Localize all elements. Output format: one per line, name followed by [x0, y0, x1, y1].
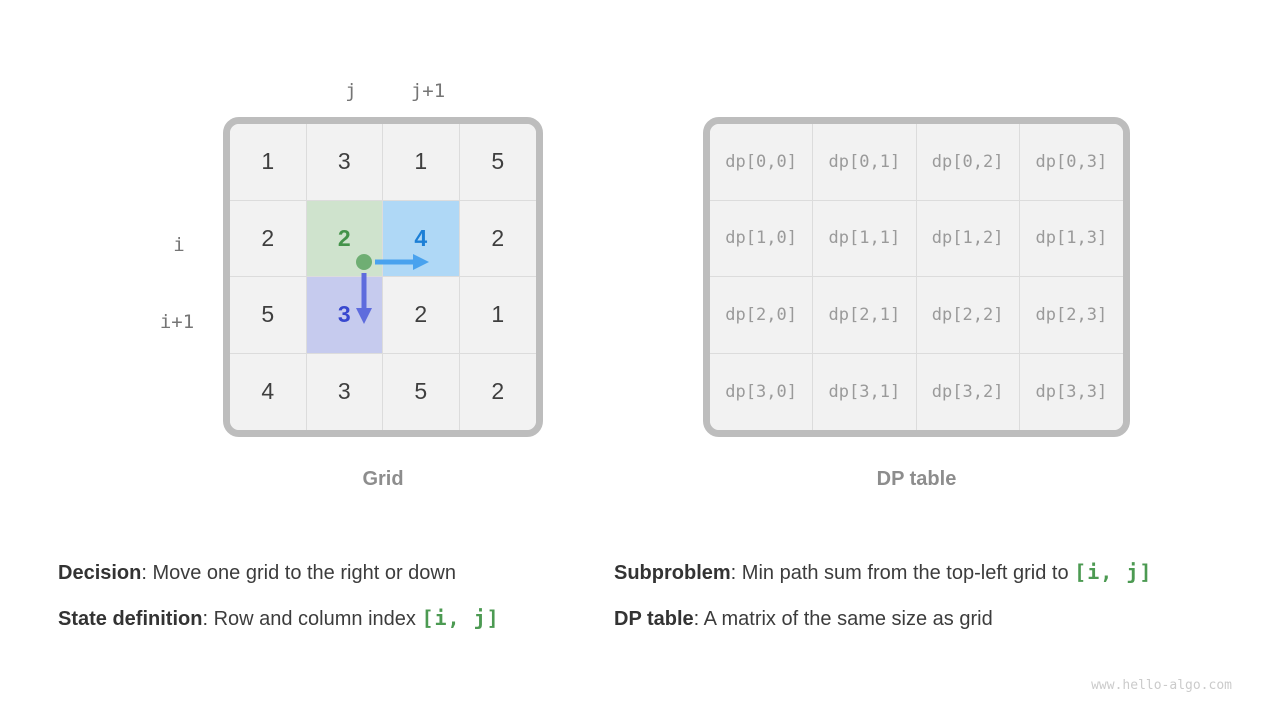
grid-cell: 5 — [383, 353, 460, 430]
dp-table-cell: dp[3,3] — [1019, 353, 1123, 430]
dp-table-cell: dp[0,1] — [813, 124, 917, 201]
grid-caption: Grid — [362, 468, 404, 490]
note-dp-table: DP table: A matrix of the same size as g… — [614, 596, 1152, 642]
dp-table-figure: dp[0,0] dp[0,1] dp[0,2] dp[0,3] dp[1,0] … — [703, 117, 1130, 437]
grid-cell: 1 — [383, 124, 460, 201]
dp-table-cell: dp[0,2] — [916, 124, 1020, 201]
note-decision-label: Decision — [58, 562, 142, 584]
grid-cell: 1 — [230, 124, 307, 201]
note-subproblem-label: Subproblem — [614, 562, 731, 584]
grid-cell: 1 — [459, 277, 536, 354]
note-state-definition-text: : Row and column index — [202, 608, 422, 630]
dp-table-caption: DP table — [876, 468, 957, 490]
dp-table-cell: dp[3,0] — [710, 353, 814, 430]
note-decision-text: : Move one grid to the right or down — [141, 562, 456, 584]
dp-table-cells: dp[0,0] dp[0,1] dp[0,2] dp[0,3] dp[1,0] … — [710, 124, 1123, 430]
column-label-j-plus-1: j+1 — [410, 80, 446, 102]
dp-table-cell: dp[1,1] — [813, 200, 917, 277]
note-state-definition: State definition: Row and column index [… — [58, 596, 500, 642]
grid-cell-move-right: 4 — [383, 200, 460, 277]
grid-cells: 1 3 1 5 2 2 4 2 5 3 2 1 4 3 5 2 — [230, 124, 536, 430]
dp-table-cell: dp[1,0] — [710, 200, 814, 277]
note-subproblem: Subproblem: Min path sum from the top-le… — [614, 550, 1152, 596]
column-label-j: j — [345, 80, 357, 102]
note-dp-table-label: DP table — [614, 608, 694, 630]
grid-cell: 5 — [230, 277, 307, 354]
grid-figure: 1 3 1 5 2 2 4 2 5 3 2 1 4 3 5 2 j j+1 i … — [160, 80, 543, 437]
dp-table-cell: dp[0,3] — [1019, 124, 1123, 201]
notes-left-column: Decision: Move one grid to the right or … — [58, 550, 500, 642]
grid-cell: 2 — [459, 200, 536, 277]
dp-table-cell: dp[1,3] — [1019, 200, 1123, 277]
grid-cell-move-down: 3 — [306, 277, 383, 354]
grid-cell-current-state: 2 — [306, 200, 383, 277]
grid-cell: 2 — [459, 353, 536, 430]
note-dp-table-text: : A matrix of the same size as grid — [693, 608, 993, 630]
note-decision: Decision: Move one grid to the right or … — [58, 550, 500, 596]
dp-table-cell: dp[0,0] — [710, 124, 814, 201]
dp-table-cell: dp[3,1] — [813, 353, 917, 430]
dp-table-cell: dp[2,1] — [813, 277, 917, 354]
site-watermark: www.hello-algo.com — [1091, 678, 1232, 693]
dp-table-cell: dp[1,2] — [916, 200, 1020, 277]
grid-cell: 3 — [306, 124, 383, 201]
note-subproblem-text: : Min path sum from the top-left grid to — [730, 562, 1075, 584]
grid-cell: 4 — [230, 353, 307, 430]
dp-table-cell: dp[2,0] — [710, 277, 814, 354]
grid-cell: 3 — [306, 353, 383, 430]
dp-table-cell: dp[2,3] — [1019, 277, 1123, 354]
grid-cell: 2 — [230, 200, 307, 277]
note-state-definition-label: State definition — [58, 608, 203, 630]
note-subproblem-code: [i, j] — [1074, 560, 1153, 584]
notes-right-column: Subproblem: Min path sum from the top-le… — [614, 550, 1152, 642]
note-state-definition-code: [i, j] — [421, 606, 500, 630]
grid-cell: 5 — [459, 124, 536, 201]
grid-cell: 2 — [383, 277, 460, 354]
row-label-i: i — [173, 234, 185, 256]
dp-table-cell: dp[2,2] — [916, 277, 1020, 354]
row-label-i-plus-1: i+1 — [159, 311, 195, 333]
dp-table-cell: dp[3,2] — [916, 353, 1020, 430]
